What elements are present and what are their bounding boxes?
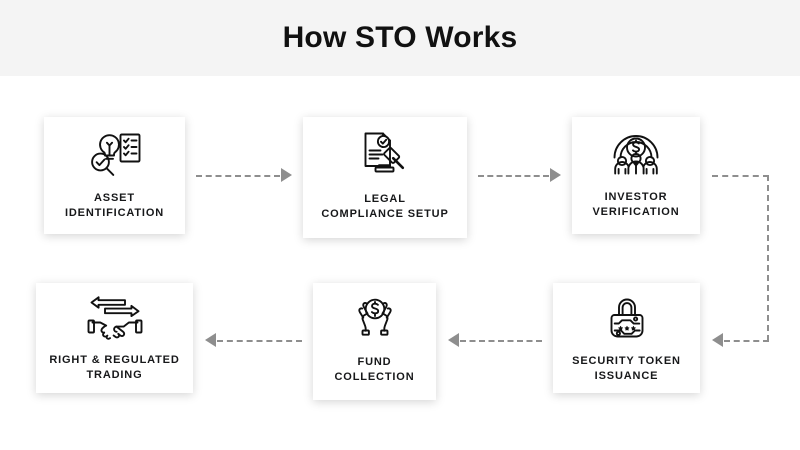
step-card-label: RIGHT & REGULATED TRADING xyxy=(49,354,180,381)
arrow-left-icon xyxy=(205,333,216,347)
step-card-security-token-issuance[interactable]: SECURITY TOKEN ISSUANCE xyxy=(553,283,700,393)
step-card-investor-verification[interactable]: INVESTOR VERIFICATION xyxy=(572,117,700,234)
padlock-circuit-stars-icon xyxy=(553,283,700,341)
arrow-right-icon xyxy=(550,168,561,182)
connector-line xyxy=(217,340,302,342)
connector-line xyxy=(196,175,280,177)
connector-line-vertical xyxy=(767,175,769,341)
page-title: How STO Works xyxy=(282,21,518,54)
step-card-right-regulated-trading[interactable]: RIGHT & REGULATED TRADING xyxy=(36,283,193,393)
connector-line-bottom xyxy=(724,340,769,342)
step-card-asset-identification[interactable]: ASSET IDENTIFICATION xyxy=(44,117,185,234)
step-card-fund-collection[interactable]: FUND COLLECTION xyxy=(313,283,436,400)
connector-line xyxy=(478,175,549,177)
step-card-label: SECURITY TOKEN ISSUANCE xyxy=(572,355,681,382)
step-card-label: INVESTOR VERIFICATION xyxy=(592,191,680,218)
connector-line xyxy=(460,340,542,342)
arrow-right-icon xyxy=(281,168,292,182)
hands-holding-dollar-coin-icon xyxy=(313,283,436,341)
people-dollar-coin-icon xyxy=(572,117,700,176)
step-card-label: ASSET IDENTIFICATION xyxy=(64,192,165,219)
document-gavel-icon xyxy=(303,117,467,177)
step-card-label: FUND COLLECTION xyxy=(334,356,415,383)
header-band xyxy=(0,0,800,76)
connector-line-top xyxy=(712,175,769,177)
handshake-exchange-arrows-icon xyxy=(36,283,193,340)
step-card-label: LEGAL COMPLIANCE SETUP xyxy=(321,193,449,220)
arrow-left-icon xyxy=(712,333,723,347)
step-card-legal-compliance-setup[interactable]: LEGAL COMPLIANCE SETUP xyxy=(303,117,467,238)
arrow-left-icon xyxy=(448,333,459,347)
lightbulb-magnifier-checklist-icon xyxy=(44,117,185,177)
